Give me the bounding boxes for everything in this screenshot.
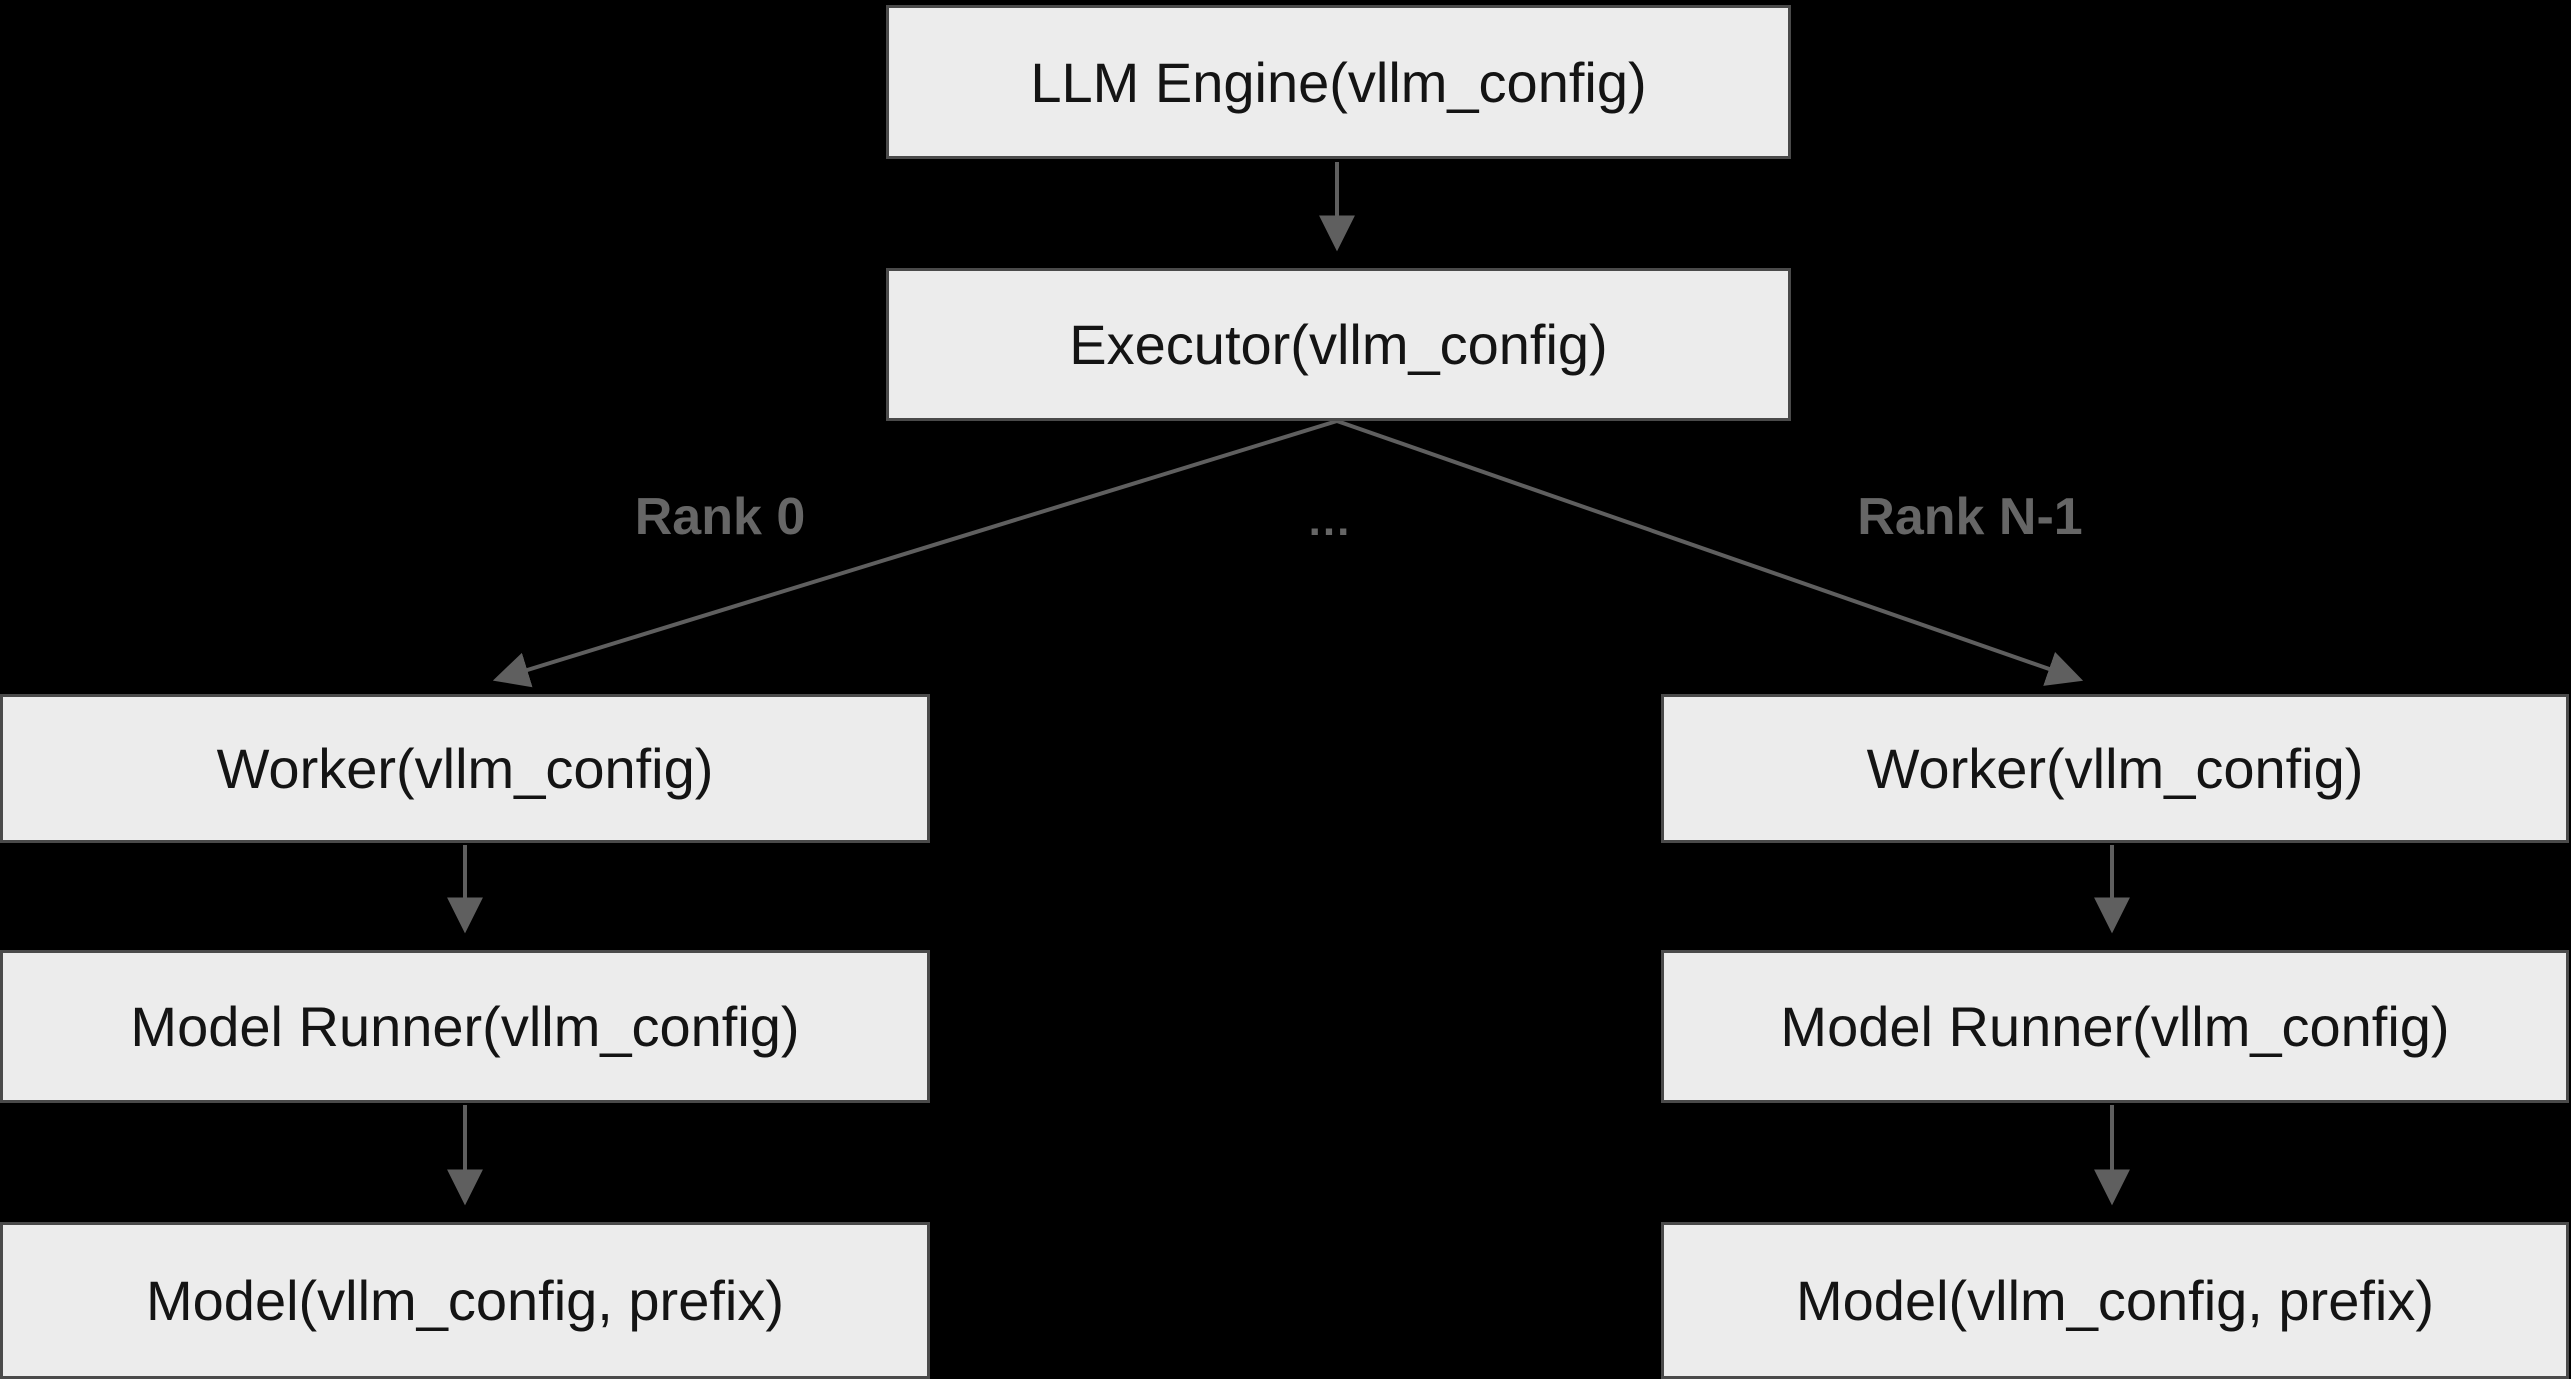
edge-label-rank-n-1: Rank N-1: [1857, 488, 2083, 546]
node-worker-rank0: Worker(vllm_config): [0, 694, 930, 843]
node-llm-engine-label: LLM Engine(vllm_config): [1030, 50, 1647, 114]
node-model-rank0: Model(vllm_config, prefix): [0, 1222, 930, 1379]
node-executor: Executor(vllm_config): [886, 268, 1791, 421]
node-model-runner-rank0-label: Model Runner(vllm_config): [130, 995, 800, 1058]
node-model-runner-rankn: Model Runner(vllm_config): [1661, 950, 2569, 1103]
edge-label-rank-0: Rank 0: [634, 488, 806, 546]
edge-executor-worker-right: [1336, 419, 2084, 686]
node-executor-label: Executor(vllm_config): [1069, 313, 1608, 376]
node-model-rankn: Model(vllm_config, prefix): [1661, 1222, 2569, 1379]
node-llm-engine: LLM Engine(vllm_config): [886, 5, 1791, 159]
node-model-rankn-label: Model(vllm_config, prefix): [1796, 1269, 2434, 1332]
edge-executor-worker-left: [492, 419, 1338, 688]
edge-label-ellipsis: ...: [1308, 496, 1352, 545]
node-worker-rankn: Worker(vllm_config): [1661, 694, 2569, 843]
node-worker-rankn-label: Worker(vllm_config): [1866, 737, 2364, 800]
node-model-runner-rank0: Model Runner(vllm_config): [0, 950, 930, 1103]
node-model-rank0-label: Model(vllm_config, prefix): [146, 1269, 784, 1332]
node-model-runner-rankn-label: Model Runner(vllm_config): [1780, 995, 2450, 1058]
node-worker-rank0-label: Worker(vllm_config): [216, 737, 714, 800]
